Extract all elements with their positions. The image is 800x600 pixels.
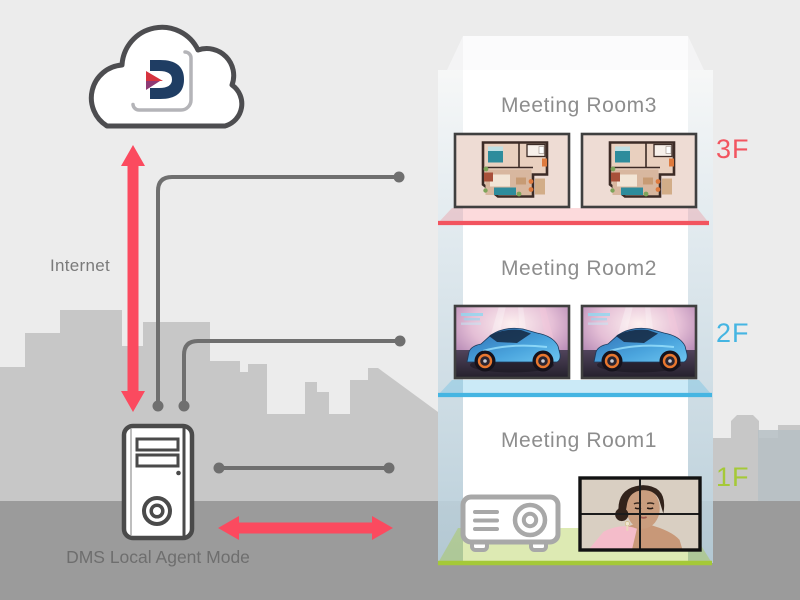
floor-tag-1f: 1F <box>716 462 750 492</box>
cloud-icon <box>88 24 245 129</box>
video-wall-2x2 <box>578 476 702 552</box>
floor-slab-2f <box>438 380 712 395</box>
connection-line-2f <box>182 339 400 406</box>
floor-tag-3f: 3F <box>716 134 750 164</box>
floor-tag-2f: 2F <box>716 318 750 348</box>
internet-arrow <box>121 145 145 412</box>
display-car-right <box>580 304 698 380</box>
room-title-2f: Meeting Room2 <box>500 257 658 280</box>
building-roof-face <box>463 36 688 70</box>
server-label: DMS Local Agent Mode <box>66 547 250 567</box>
network-lines <box>156 175 400 470</box>
display-floorplan-right <box>580 132 698 209</box>
room-title-1f: Meeting Room1 <box>500 429 658 452</box>
room-title-3f: Meeting Room3 <box>500 94 658 117</box>
connection-line-3f <box>156 175 399 406</box>
dms-logo-icon <box>131 50 193 112</box>
projector-icon <box>460 494 561 552</box>
network-line-dots <box>152 171 406 474</box>
server-tower-icon <box>121 423 195 541</box>
internet-label: Internet <box>50 256 111 275</box>
floor-slab-3f <box>438 208 709 223</box>
display-car-left <box>453 304 571 380</box>
display-floorplan-left <box>453 132 571 209</box>
local-link-arrow <box>218 516 393 540</box>
